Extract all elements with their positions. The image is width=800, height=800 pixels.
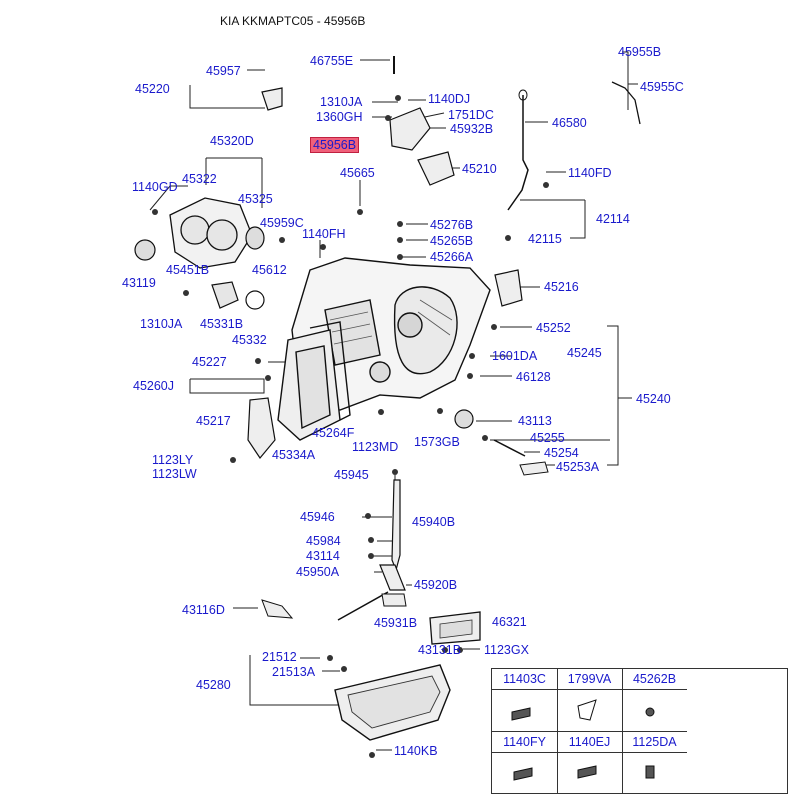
parts-table-cell[interactable]: 11403C (492, 669, 558, 731)
callout-46755E[interactable]: 46755E (310, 54, 354, 68)
callout-42114[interactable]: 42114 (596, 212, 630, 226)
callout-46321[interactable]: 46321 (492, 615, 527, 629)
callout-1601DA[interactable]: 1601DA (492, 349, 538, 363)
callout-45940B[interactable]: 45940B (412, 515, 456, 529)
callout-43131B[interactable]: 43131B (418, 643, 462, 657)
callout-1123MD[interactable]: 1123MD (352, 440, 399, 454)
callout-45957[interactable]: 45957 (206, 64, 241, 78)
callout-45260J[interactable]: 45260J (133, 379, 175, 393)
callout-45265B[interactable]: 45265B (430, 234, 474, 248)
callout-45254[interactable]: 45254 (544, 446, 579, 460)
callout-45253A[interactable]: 45253A (556, 460, 600, 474)
callout-43119[interactable]: 43119 (122, 276, 156, 290)
parts-table-cell[interactable]: 45262B (622, 669, 687, 731)
callout-45612[interactable]: 45612 (252, 263, 287, 277)
callout-45280[interactable]: 45280 (196, 678, 231, 692)
callout-43114[interactable]: 43114 (306, 549, 340, 563)
callout-45264F[interactable]: 45264F (312, 426, 355, 440)
callout-45984[interactable]: 45984 (306, 534, 341, 548)
parts-table-cell[interactable]: 1799VA (557, 669, 623, 731)
callout-45252[interactable]: 45252 (536, 321, 571, 335)
callout-1140FD[interactable]: 1140FD (568, 166, 612, 180)
diagram-title: KIA KKMAPTC05 - 45956B (220, 14, 366, 28)
callout-42115[interactable]: 42115 (528, 232, 562, 246)
callout-45331B[interactable]: 45331B (200, 317, 244, 331)
callout-1310JA-2[interactable]: 1310JA (140, 317, 183, 331)
callout-45931B[interactable]: 45931B (374, 616, 418, 630)
callout-45956B-highlighted[interactable]: 45956B (310, 137, 360, 153)
callout-45955B[interactable]: 45955B (618, 45, 662, 59)
callout-1140GD[interactable]: 1140GD (132, 180, 178, 194)
callout-45255[interactable]: 45255 (530, 431, 565, 445)
callout-45276B[interactable]: 45276B (430, 218, 474, 232)
callout-45325[interactable]: 45325 (238, 192, 273, 206)
callout-45950A[interactable]: 45950A (296, 565, 340, 579)
callout-45240[interactable]: 45240 (636, 392, 671, 406)
callout-45932B[interactable]: 45932B (450, 122, 494, 136)
callout-45322[interactable]: 45322 (182, 172, 217, 186)
callout-45220[interactable]: 45220 (135, 82, 170, 96)
callout-46580[interactable]: 46580 (552, 116, 587, 130)
parts-table-cell[interactable]: 1140FY (492, 731, 558, 794)
parts-table-cell[interactable]: 1140EJ (557, 731, 623, 794)
callout-1360GH[interactable]: 1360GH (316, 110, 363, 124)
callout-1310JA[interactable]: 1310JA (320, 95, 363, 109)
callout-45920B[interactable]: 45920B (414, 578, 458, 592)
callout-45959C[interactable]: 45959C (260, 216, 304, 230)
callout-1140KB[interactable]: 1140KB (394, 744, 438, 758)
callout-45216[interactable]: 45216 (544, 280, 579, 294)
parts-table-cell[interactable]: 1125DA (622, 731, 687, 794)
callout-45451B[interactable]: 45451B (166, 263, 210, 277)
callout-21512[interactable]: 21512 (262, 650, 297, 664)
callout-45245[interactable]: 45245 (567, 346, 602, 360)
parts-reference-table: 11403C 1799VA 45262B 1140FY 1140EJ 1125D… (491, 668, 788, 794)
callout-45266A[interactable]: 45266A (430, 250, 474, 264)
parts-table-label: 1125DA (622, 732, 687, 753)
callout-1573GB[interactable]: 1573GB (414, 435, 460, 449)
callout-43113[interactable]: 43113 (518, 414, 552, 428)
callout-1751DC[interactable]: 1751DC (448, 108, 494, 122)
callout-45945[interactable]: 45945 (334, 468, 369, 482)
parts-table-label: 11403C (492, 669, 557, 690)
callout-45946[interactable]: 45946 (300, 510, 335, 524)
callout-45332[interactable]: 45332 (232, 333, 267, 347)
callout-45334A[interactable]: 45334A (272, 448, 316, 462)
callout-45217[interactable]: 45217 (196, 414, 231, 428)
callout-1140FH[interactable]: 1140FH (302, 227, 346, 241)
callout-1140DJ[interactable]: 1140DJ (428, 92, 471, 106)
callout-45320D[interactable]: 45320D (210, 134, 254, 148)
callout-1123GX[interactable]: 1123GX (484, 643, 529, 657)
callout-45665[interactable]: 45665 (340, 166, 375, 180)
callout-45955C[interactable]: 45955C (640, 80, 684, 94)
parts-table-label: 1140FY (492, 732, 557, 753)
parts-table-label: 1799VA (557, 669, 622, 690)
callout-45210[interactable]: 45210 (462, 162, 497, 176)
callout-21513A[interactable]: 21513A (272, 665, 316, 679)
callout-43116D[interactable]: 43116D (182, 603, 225, 617)
callout-1123LY[interactable]: 1123LY (152, 453, 194, 467)
parts-table-label: 1140EJ (557, 732, 622, 753)
callout-46128[interactable]: 46128 (516, 370, 551, 384)
callout-1123LW[interactable]: 1123LW (152, 467, 197, 481)
parts-table-label: 45262B (622, 669, 687, 690)
callout-45227[interactable]: 45227 (192, 355, 227, 369)
